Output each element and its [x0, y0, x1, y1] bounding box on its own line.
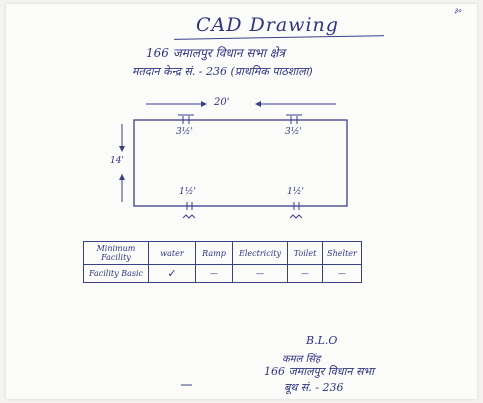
width-arrow-left-icon	[255, 101, 261, 107]
polling-station-line: मतदान केन्द्र सं. - 236 (प्राथमिक पाठशाल…	[132, 65, 313, 78]
height-arrow-down-icon	[119, 146, 125, 152]
top-left-opening-icon	[178, 114, 194, 124]
room-outline	[133, 119, 348, 207]
bottom-right-opening-icon	[289, 202, 303, 219]
signature-role: B.L.O	[306, 334, 338, 347]
table-header-cell: Toilet	[287, 241, 323, 265]
table-row-label: Facility Basic	[83, 264, 149, 283]
table-cell: —	[232, 264, 288, 283]
table-header-cell: Electricity	[232, 241, 288, 265]
table-header-cell: Minimum Facility	[83, 241, 149, 265]
top-right-dimension: 3½'	[285, 127, 302, 137]
document-page: ३० CAD Drawing 166 जमालपुर विधान सभा क्ष…	[6, 4, 477, 399]
room-plan-drawing	[119, 101, 348, 386]
table-cell: —	[322, 264, 362, 283]
width-arrow-right-icon	[201, 101, 207, 107]
width-label: 20'	[214, 97, 230, 108]
table-header-row: Minimum Facility water Ramp Electricity …	[83, 241, 362, 265]
height-label: 14'	[110, 156, 124, 166]
signature-booth: बूथ सं. - 236	[284, 381, 344, 394]
page-number: ३०	[454, 7, 462, 15]
table-row: Facility Basic ✓ — — — —	[83, 264, 362, 283]
top-right-opening-icon	[286, 114, 302, 124]
table-header-cell: water	[148, 241, 196, 265]
constituency-line: 166 जमालपुर विधान सभा क्षेत्र	[146, 46, 286, 60]
facilities-table: Minimum Facility water Ramp Electricity …	[83, 241, 362, 283]
table-header-cell: Shelter	[322, 241, 362, 265]
table-header-cell: Ramp	[195, 241, 233, 265]
signature-name: कमल सिंह	[282, 354, 321, 365]
page-title: CAD Drawing	[196, 14, 339, 36]
table-cell: —	[287, 264, 323, 283]
top-left-dimension: 3½'	[176, 127, 193, 137]
signature-constituency: 166 जमालपुर विधान सभा	[264, 365, 374, 378]
bottom-left-opening-icon	[182, 202, 196, 219]
table-cell: —	[195, 264, 233, 283]
height-arrow-up-icon	[119, 174, 125, 180]
bottom-left-dimension: 1½'	[179, 187, 196, 197]
bottom-right-dimension: 1½'	[287, 187, 304, 197]
table-cell: ✓	[148, 264, 196, 283]
